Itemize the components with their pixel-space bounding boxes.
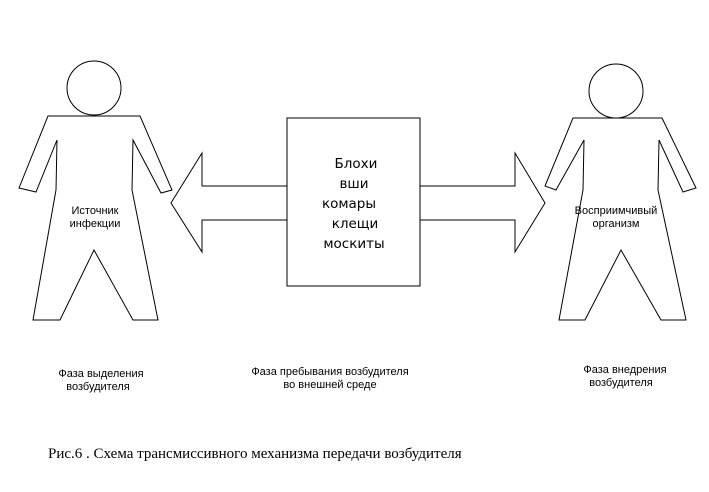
source-person-body: [18, 115, 173, 321]
left-arrow: [170, 151, 288, 254]
recipient-label: Восприимчивый организм: [566, 205, 666, 231]
phase-label-line: Фаза пребывания возбудителя: [251, 366, 409, 378]
right-arrow: [419, 151, 546, 254]
vector-item: вши: [339, 176, 369, 192]
phase-label-line: возбудителя: [66, 381, 130, 393]
recipient-person-head: [588, 63, 644, 119]
recipient-person-icon: [544, 63, 697, 321]
recipient-label-line: организм: [592, 218, 640, 230]
phase-label-line: Фаза внедрения: [583, 364, 667, 376]
phase-environment-label: Фаза пребывания возбудителя во внешней с…: [240, 366, 420, 392]
phase-label-line: во внешней среде: [283, 379, 377, 391]
phase-release-label: Фаза выделения возбудителя: [46, 368, 156, 394]
source-label-line: Источник: [71, 205, 119, 217]
phase-label-line: Фаза выделения: [58, 368, 144, 380]
phase-label-line: возбудителя: [589, 377, 653, 389]
vector-item: москиты: [323, 236, 385, 252]
recipient-label-line: Восприимчивый: [574, 205, 658, 217]
figure-caption: Рис.6 . Схема трансмиссивного механизма …: [48, 446, 462, 462]
phase-entry-label: Фаза внедрения возбудителя: [570, 364, 680, 390]
source-label: Источник инфекции: [60, 205, 130, 231]
recipient-person-body: [544, 117, 697, 321]
source-person-head: [66, 60, 122, 116]
vectors-box: [286, 117, 421, 287]
source-person-icon: [18, 60, 173, 321]
vector-item: клещи: [331, 216, 379, 232]
vector-item: комары: [321, 196, 377, 212]
vectors-list: Блохи вши комары клещи москиты: [287, 154, 419, 254]
vector-item: Блохи: [334, 156, 378, 172]
source-label-line: инфекции: [69, 218, 121, 230]
